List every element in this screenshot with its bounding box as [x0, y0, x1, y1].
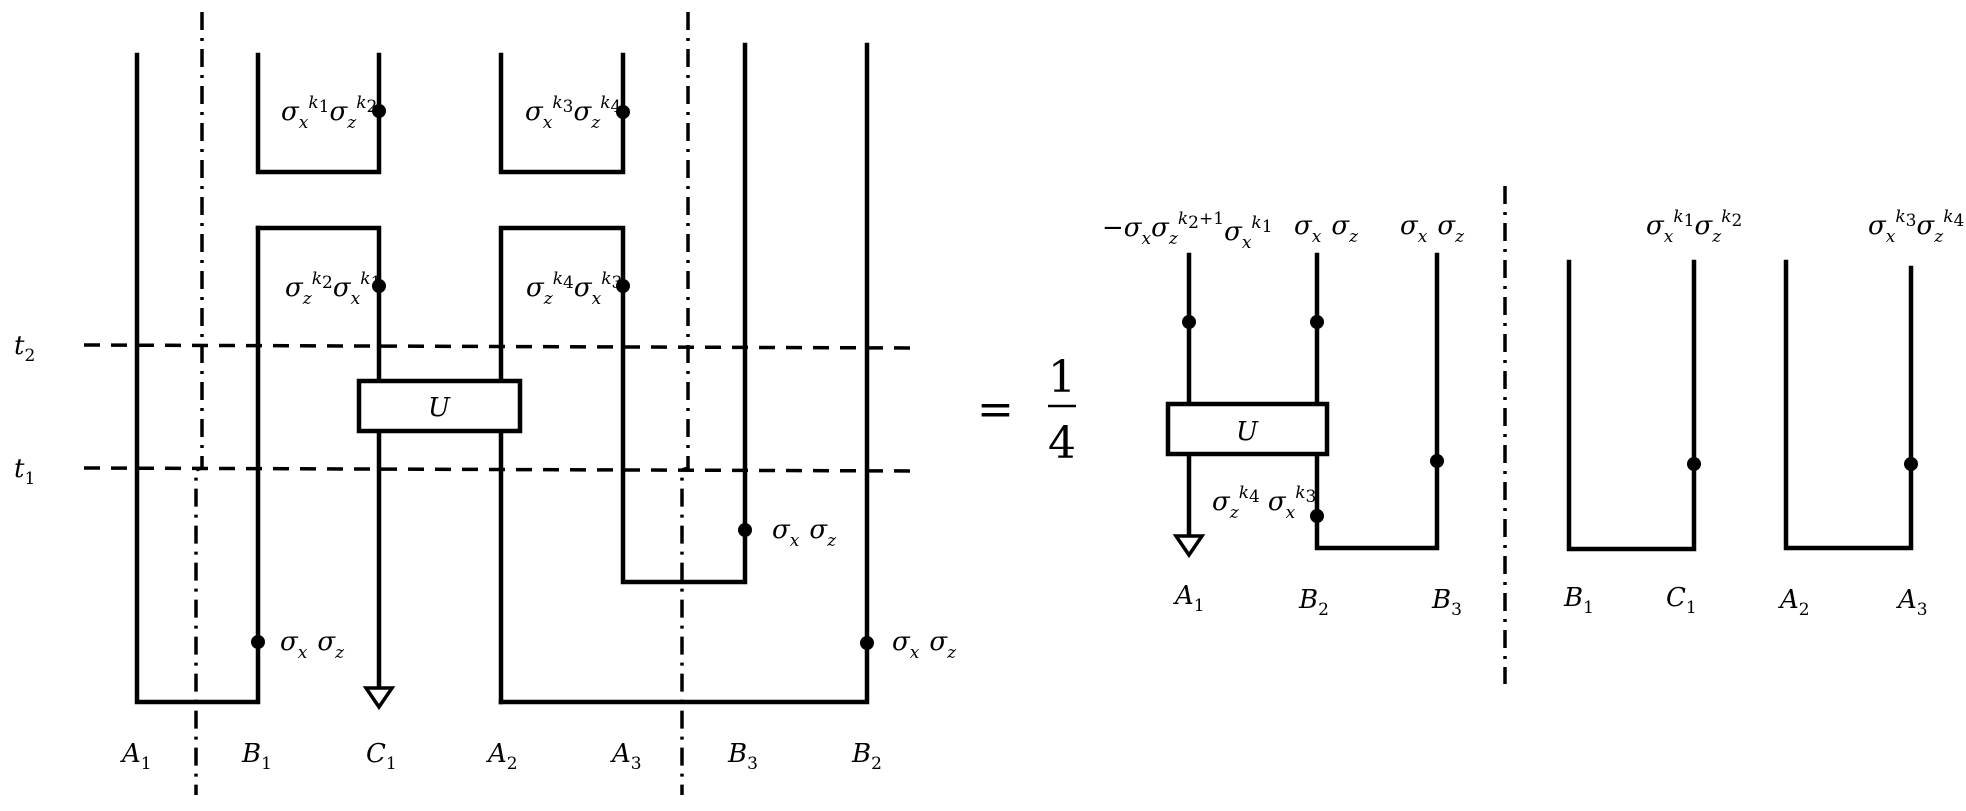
- dot-mid1: [372, 279, 386, 293]
- left-label-a1: A1: [120, 739, 152, 774]
- time-label-t1: t1: [14, 454, 35, 489]
- time-line-t1: [83, 466, 913, 473]
- right-dot-b2-low: [1310, 509, 1324, 523]
- wire-a2-b2-cup: [498, 42, 870, 705]
- dot-b1: [251, 635, 265, 649]
- right-label-b3: B3: [1431, 585, 1462, 620]
- right-u-gate-label: U: [1236, 417, 1259, 447]
- right-wire-b1-c1-cup: [1566, 259, 1697, 552]
- op-label-mid2: σzk4σxk3: [526, 269, 622, 309]
- right-op-label-a1: −σxσzk2+1σxk1: [1102, 209, 1273, 253]
- partition-line-left: [194, 12, 204, 795]
- left-label-b3: B3: [727, 739, 758, 774]
- equation-factor: = 1 4: [977, 352, 1076, 469]
- op-label-top2: σxk3σzk4: [525, 93, 621, 133]
- op-label-top1: σxk1σzk2: [281, 93, 377, 133]
- op-label-mid1: σzk2σxk1: [285, 269, 381, 309]
- equals-sign: =: [977, 384, 1014, 435]
- right-wire-b2-b3-cup: [1314, 252, 1440, 551]
- left-label-a3: A3: [610, 739, 642, 774]
- a1-output-arrow-icon: [1172, 534, 1206, 559]
- right-wire-a2-a3-cup: [1783, 259, 1914, 551]
- dot-b3: [738, 523, 752, 537]
- dot-b2: [860, 636, 874, 650]
- right-u-gate: [1165, 401, 1330, 457]
- right-label-b1: B1: [1563, 583, 1594, 618]
- left-u-gate-label: U: [428, 393, 451, 423]
- dot-top2: [616, 105, 630, 119]
- right-dot-b3: [1430, 454, 1444, 468]
- right-label-a1: A1: [1173, 581, 1205, 616]
- right-op-label-a3-top: σxk3σzk4: [1868, 207, 1964, 247]
- fraction-numerator: 1: [1048, 352, 1076, 403]
- right-label-c1: C1: [1666, 583, 1697, 618]
- right-dot-a1: [1182, 315, 1196, 329]
- right-label-a2: A2: [1778, 585, 1810, 620]
- wire-a2-a3-b3: [498, 42, 748, 705]
- left-label-a2: A2: [486, 739, 518, 774]
- fraction-denominator: 4: [1048, 418, 1076, 469]
- c1-output-arrow-icon: [362, 686, 396, 711]
- left-u-gate: [356, 378, 523, 434]
- left-label-c1: C1: [366, 739, 397, 774]
- right-label-b2: B2: [1298, 585, 1329, 620]
- right-dot-a3: [1904, 457, 1918, 471]
- wire-b1-c1-cap: [255, 225, 382, 691]
- right-dot-c1: [1687, 457, 1701, 471]
- left-diagram: U t2 t1 A1 B1 C1 A2 A3 B3 B2 σxk1σzk2 σx…: [14, 12, 957, 795]
- partition-line-right: [680, 12, 690, 795]
- left-label-b1: B1: [241, 739, 272, 774]
- right-label-a3: A3: [1896, 585, 1928, 620]
- dot-mid2: [616, 279, 630, 293]
- right-op-label-c1-top: σxk1σzk2: [1646, 207, 1742, 247]
- time-line-t2: [83, 343, 913, 350]
- dot-top1: [372, 104, 386, 118]
- time-label-t2: t2: [14, 331, 35, 366]
- left-label-b2: B2: [851, 739, 882, 774]
- right-dot-b2-top: [1310, 315, 1324, 329]
